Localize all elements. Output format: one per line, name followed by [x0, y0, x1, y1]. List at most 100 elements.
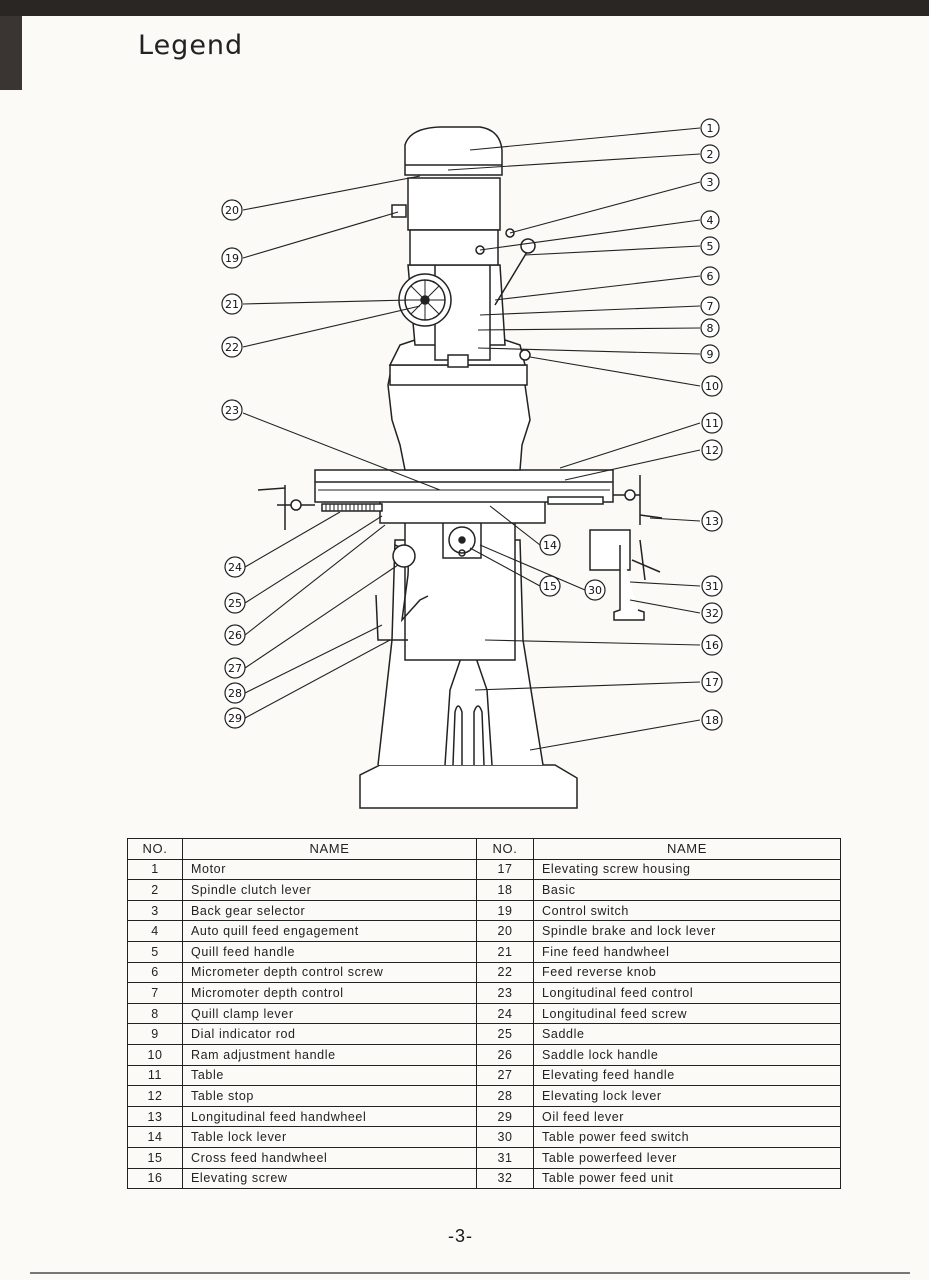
- item-number: 9: [127, 1023, 183, 1045]
- machine-base: [359, 764, 578, 809]
- svg-text:25: 25: [228, 597, 242, 610]
- item-number: 8: [127, 1002, 183, 1025]
- callout-30: 30: [584, 579, 606, 601]
- longitudinal-feed-screw: [321, 503, 383, 512]
- item-number: 20: [476, 920, 534, 942]
- item-number: 21: [476, 940, 534, 963]
- callout-7: 7: [700, 296, 720, 316]
- callout-2: 2: [700, 144, 720, 164]
- svg-text:22: 22: [225, 341, 239, 354]
- item-number: 24: [476, 1002, 534, 1025]
- item-number: 14: [127, 1126, 183, 1148]
- svg-text:7: 7: [707, 300, 714, 313]
- item-name: Spindle brake and lock lever: [533, 920, 841, 942]
- svg-text:16: 16: [705, 639, 719, 652]
- svg-text:15: 15: [543, 580, 557, 593]
- svg-text:21: 21: [225, 298, 239, 311]
- item-name: Basic: [533, 879, 841, 901]
- callouts-right: 1 2 3 4 5 6 7 8 9 10 11 12 13 14 15 16 1…: [539, 118, 723, 731]
- scan-left-edge: [0, 16, 22, 90]
- milling-machine-diagram: 1 2 3 4 5 6 7 8 9 10 11 12 13 14 15 16 1…: [221, 118, 723, 809]
- svg-text:30: 30: [588, 584, 602, 597]
- callout-4: 4: [700, 210, 720, 230]
- item-name: Oil feed lever: [533, 1105, 841, 1128]
- item-name: Saddle lock handle: [533, 1043, 841, 1066]
- item-name: Elevating screw: [182, 1167, 477, 1190]
- left-handwheel: [257, 485, 315, 530]
- header-name-left: NAME: [182, 838, 477, 860]
- item-name: Micrometer depth control screw: [182, 961, 477, 984]
- svg-text:3: 3: [707, 176, 714, 189]
- item-name: Cross feed handwheel: [182, 1146, 477, 1169]
- ram: [387, 374, 531, 471]
- item-number: 16: [127, 1167, 183, 1190]
- callout-12: 12: [701, 439, 723, 461]
- callout-19: 19: [221, 247, 243, 269]
- item-number: 23: [476, 982, 534, 1004]
- callout-13: 13: [701, 510, 723, 532]
- item-name: Table powerfeed lever: [533, 1146, 841, 1169]
- item-number: 3: [127, 899, 183, 922]
- item-name: Fine feed handwheel: [533, 940, 841, 963]
- item-number: 29: [476, 1105, 534, 1128]
- item-name: Table lock lever: [182, 1126, 477, 1148]
- item-number: 4: [127, 920, 183, 942]
- item-name: Saddle: [533, 1023, 841, 1045]
- callout-31: 31: [701, 575, 723, 597]
- svg-text:14: 14: [543, 539, 557, 552]
- item-number: 28: [476, 1085, 534, 1107]
- item-number: 30: [476, 1126, 534, 1148]
- item-number: 31: [476, 1146, 534, 1169]
- item-number: 7: [127, 982, 183, 1004]
- item-name: Longitudinal feed screw: [533, 1002, 841, 1025]
- page-title: Legend: [138, 30, 244, 61]
- item-name: Longitudinal feed control: [533, 982, 841, 1004]
- svg-text:13: 13: [705, 515, 719, 528]
- scan-top-edge: [0, 0, 929, 16]
- callout-16: 16: [701, 634, 723, 656]
- item-number: 1: [127, 858, 183, 881]
- item-name: Motor: [182, 858, 477, 881]
- callout-5: 5: [700, 236, 720, 256]
- callout-21: 21: [221, 293, 243, 315]
- item-number: 18: [476, 879, 534, 901]
- svg-text:32: 32: [705, 607, 719, 620]
- item-name: Spindle clutch lever: [182, 879, 477, 901]
- callout-10: 10: [701, 375, 723, 397]
- item-name: Elevating lock lever: [533, 1085, 841, 1107]
- item-name: Table: [182, 1064, 477, 1087]
- quill-feed-handle: [494, 251, 528, 306]
- svg-text:28: 28: [228, 687, 242, 700]
- item-number: 17: [476, 858, 534, 881]
- svg-text:6: 6: [707, 270, 714, 283]
- item-number: 25: [476, 1023, 534, 1045]
- svg-text:17: 17: [705, 676, 719, 689]
- item-name: Dial indicator rod: [182, 1023, 477, 1045]
- callout-23: 23: [221, 399, 243, 421]
- callout-8: 8: [700, 318, 720, 338]
- callout-25: 25: [224, 592, 246, 614]
- callout-14: 14: [539, 534, 561, 556]
- svg-text:12: 12: [705, 444, 719, 457]
- leader-lines: [242, 127, 701, 751]
- svg-text:5: 5: [707, 240, 714, 253]
- callout-18: 18: [701, 709, 723, 731]
- svg-text:8: 8: [707, 322, 714, 335]
- header-no-right: NO.: [476, 838, 534, 860]
- item-name: Back gear selector: [182, 899, 477, 922]
- callout-26: 26: [224, 624, 246, 646]
- item-number: 15: [127, 1146, 183, 1169]
